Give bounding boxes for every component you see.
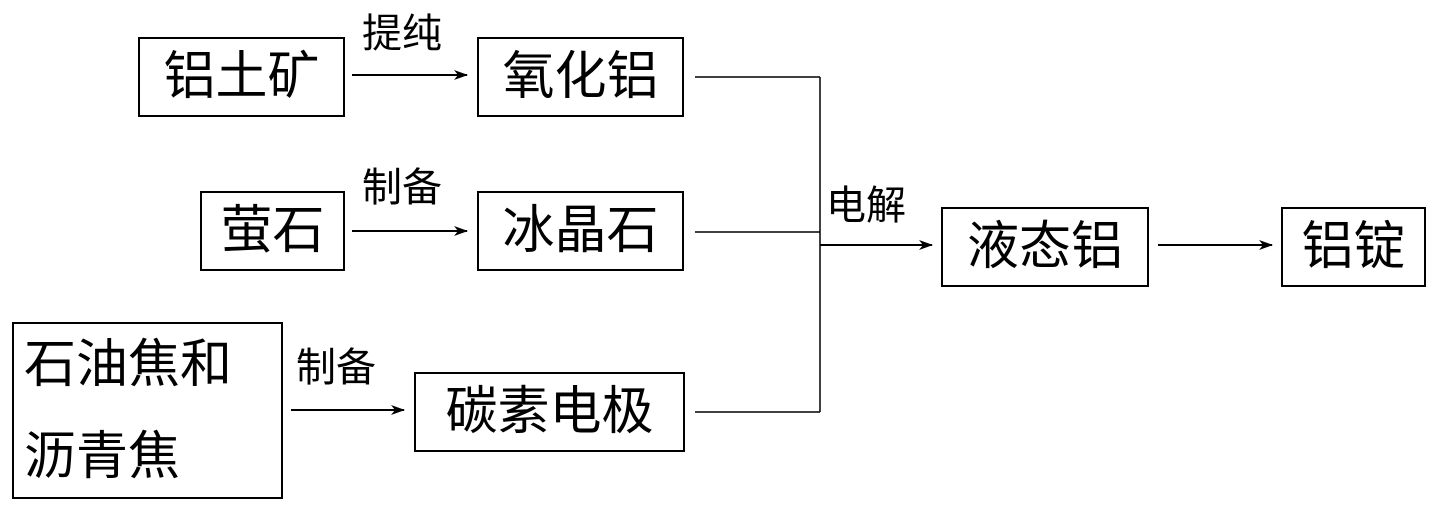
node-bauxite: 铝土矿	[138, 37, 345, 117]
node-carbon-electrode: 碳素电极	[414, 372, 685, 452]
node-cryolite: 冰晶石	[477, 191, 684, 271]
node-aluminum-ingot-label: 铝锭	[1301, 217, 1406, 277]
node-alumina: 氧化铝	[477, 37, 684, 117]
node-aluminum-ingot: 铝锭	[1281, 207, 1426, 287]
node-liquid-aluminum-label: 液态铝	[966, 217, 1123, 277]
node-fluorite-label: 萤石	[220, 201, 325, 261]
node-alumina-label: 氧化铝	[502, 47, 659, 107]
edge-label-prepare-coke: 制备	[296, 345, 376, 391]
node-liquid-aluminum: 液态铝	[941, 207, 1149, 287]
node-petroleum-pitch-coke: 石油焦和 沥青焦	[12, 322, 283, 499]
node-fluorite: 萤石	[200, 191, 345, 271]
edge-label-prepare-fluorite: 制备	[362, 165, 442, 211]
node-cryolite-label: 冰晶石	[502, 201, 659, 261]
edge-label-purify: 提纯	[362, 11, 442, 57]
node-coke-label-line2: 沥青焦	[24, 426, 181, 487]
node-bauxite-label: 铝土矿	[163, 47, 320, 107]
node-coke-label-line1: 石油焦和	[24, 334, 233, 395]
node-carbon-electrode-label: 碳素电极	[445, 382, 654, 442]
edge-label-electrolysis: 电解	[826, 183, 906, 229]
